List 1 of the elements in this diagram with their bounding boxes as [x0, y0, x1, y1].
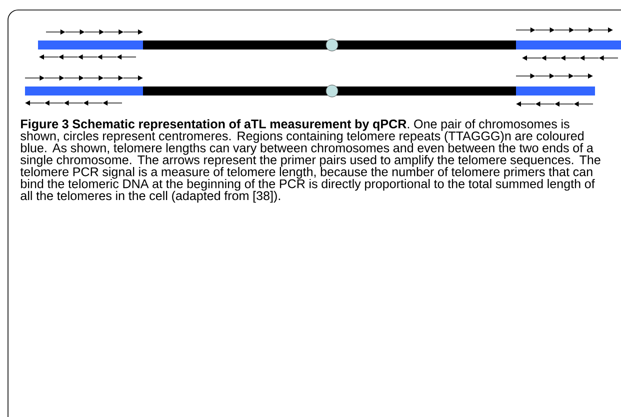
caption-text: Figure 3 Schematic representation of aTL measurement by qPCR. One pair of chromosomes is shown, circles represent centromeres. Regions containing telomere repeats (TTAGGG)n are coloured blue. As shown, telomere lengths can vary between chromosomes and even between the two ends of a single chromosome. The arrows represent the primer pairs used to amplify the telomere sequences. The telomere PCR signal is a measure of telomere length, because the number of telomere primers that can bind the telomeric DNA at the beginning of the PCR is directly proportional to the total summed length of all the telomeres in the cell (adapted from [38]). [20, 119, 600, 203]
